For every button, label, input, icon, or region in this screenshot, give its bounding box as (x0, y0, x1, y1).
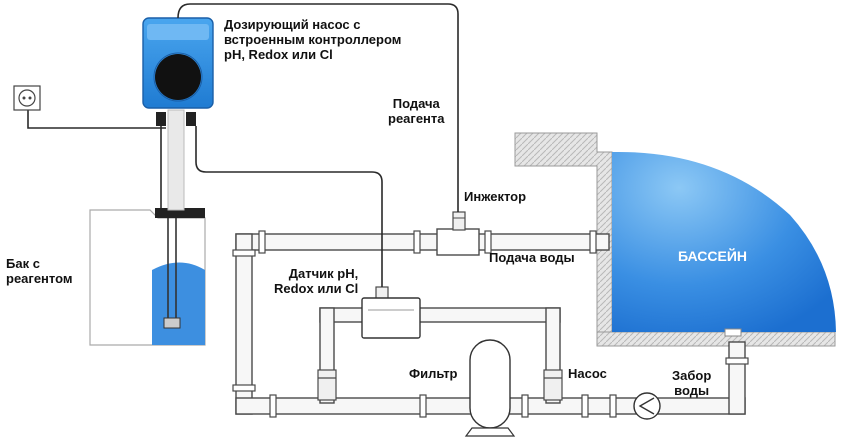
dosing-pump (142, 17, 214, 126)
intake-label-line-2: воды (674, 383, 710, 398)
pool-drain (724, 328, 742, 337)
injector (436, 211, 480, 256)
water-feed-label: Подача воды (489, 250, 575, 265)
pump-stand (167, 109, 185, 211)
sensor-probe (361, 286, 421, 339)
reagent-feed-line-2: реагента (388, 111, 445, 126)
pump-label-line-2: встроенным контроллером (224, 32, 402, 47)
tank-label-line-1: Бак с (6, 256, 40, 271)
circulation-pump (633, 392, 661, 420)
pool-label: БАССЕЙН (678, 248, 748, 264)
bypass-valves (317, 369, 563, 401)
tank-label: Бак с реагентом (6, 256, 72, 286)
filter-tank (464, 339, 516, 437)
pipe-bypass-top (319, 307, 561, 323)
pipe-couplings (232, 230, 749, 418)
injector-label: Инжектор (464, 189, 527, 204)
pool-floor-edge (596, 331, 836, 347)
reagent-liquid (152, 262, 205, 345)
tank-label-line-2: реагентом (6, 271, 73, 286)
pump-dial (155, 54, 201, 100)
pool (514, 132, 836, 347)
filter-label: Фильтр (409, 366, 458, 381)
reagent-feed-label: Подача реагента (388, 96, 445, 126)
reagent-feed-line-1: Подача (392, 96, 440, 111)
pump-label-line-1: Дозирующий насос с (224, 17, 361, 32)
tubes (27, 3, 459, 287)
pool-water (612, 151, 836, 332)
sensor-label: Датчик pH, Redox или Cl (274, 266, 358, 296)
pump-label: Дозирующий насос с встроенным контроллер… (224, 17, 401, 62)
power-socket-icon (13, 85, 41, 111)
pump-label-line-3: pH, Redox или Cl (224, 47, 333, 62)
sensor-label-line-1: Датчик pH, (288, 266, 359, 281)
sensor-label-line-2: Redox или Cl (274, 281, 359, 296)
pump2-label: Насос (568, 366, 607, 381)
reagent-tank (89, 208, 206, 346)
intake-label: Забор воды (672, 368, 711, 398)
pipe-intake-vertical (728, 341, 746, 415)
pipe-supply-top (235, 233, 610, 251)
intake-label-line-1: Забор (672, 368, 712, 383)
